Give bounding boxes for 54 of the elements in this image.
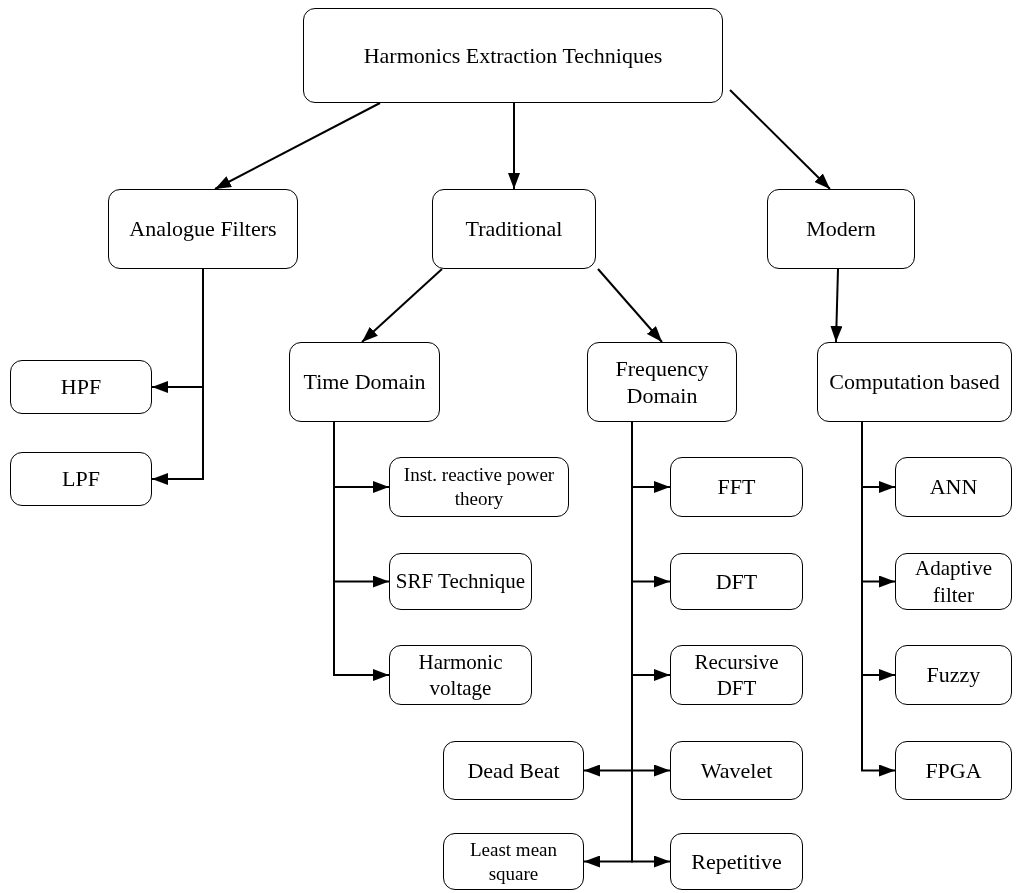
process-box bbox=[389, 553, 532, 610]
node-label: SRF Technique bbox=[395, 568, 526, 595]
arrow bbox=[597, 268, 663, 343]
node-label: Inst. reactive power theory bbox=[402, 463, 556, 511]
node-label: FFT bbox=[717, 473, 756, 501]
process-box bbox=[289, 342, 440, 422]
process-box bbox=[670, 553, 803, 610]
process-box bbox=[389, 457, 569, 517]
node-label: DFT bbox=[715, 567, 758, 596]
node-label: FPGA bbox=[925, 756, 982, 785]
node-label: Fuzzy bbox=[926, 661, 981, 689]
process-box bbox=[895, 553, 1012, 610]
node-label: Computation based bbox=[829, 368, 1000, 396]
node-label: Least mean square bbox=[468, 837, 558, 886]
process-box bbox=[108, 189, 298, 269]
node-label: Dead Beat bbox=[467, 756, 560, 785]
node-label: HPF bbox=[60, 373, 102, 401]
process-box bbox=[817, 342, 1012, 422]
node-label: Wavelet bbox=[700, 756, 773, 785]
process-box bbox=[432, 189, 596, 269]
node-label: Traditional bbox=[465, 215, 563, 243]
process-box bbox=[670, 645, 803, 705]
arrow bbox=[361, 268, 443, 343]
process-box bbox=[587, 342, 737, 422]
node-label: ANN bbox=[929, 473, 978, 501]
node-label: Harmonic voltage bbox=[417, 648, 504, 702]
node-label: Repetitive bbox=[691, 847, 782, 876]
arrow bbox=[508, 102, 520, 190]
arrow bbox=[729, 89, 831, 190]
arrow bbox=[151, 268, 204, 485]
process-box bbox=[443, 833, 584, 890]
arrow bbox=[333, 421, 390, 681]
node-label: Recursive DFT bbox=[693, 648, 780, 702]
arrow bbox=[830, 268, 843, 343]
process-box bbox=[895, 741, 1012, 800]
process-box bbox=[303, 8, 723, 103]
node-label: LPF bbox=[62, 465, 100, 493]
node-label: Analogue Filters bbox=[129, 215, 277, 243]
node-label: Time Domain bbox=[303, 368, 426, 396]
process-box bbox=[767, 189, 915, 269]
process-box bbox=[670, 457, 803, 517]
arrow bbox=[214, 102, 381, 190]
process-box bbox=[895, 457, 1012, 517]
node-label: Frequency Domain bbox=[614, 354, 710, 410]
process-box bbox=[443, 741, 584, 800]
node-label: Harmonics Extraction Techniques bbox=[363, 41, 663, 70]
node-label: Modern bbox=[806, 215, 876, 243]
process-box bbox=[895, 645, 1012, 705]
process-box bbox=[389, 645, 532, 705]
process-box bbox=[670, 741, 803, 800]
process-box bbox=[10, 452, 152, 506]
process-box bbox=[10, 360, 152, 414]
node-label: Adaptive filter bbox=[914, 555, 993, 608]
process-box bbox=[670, 833, 803, 890]
